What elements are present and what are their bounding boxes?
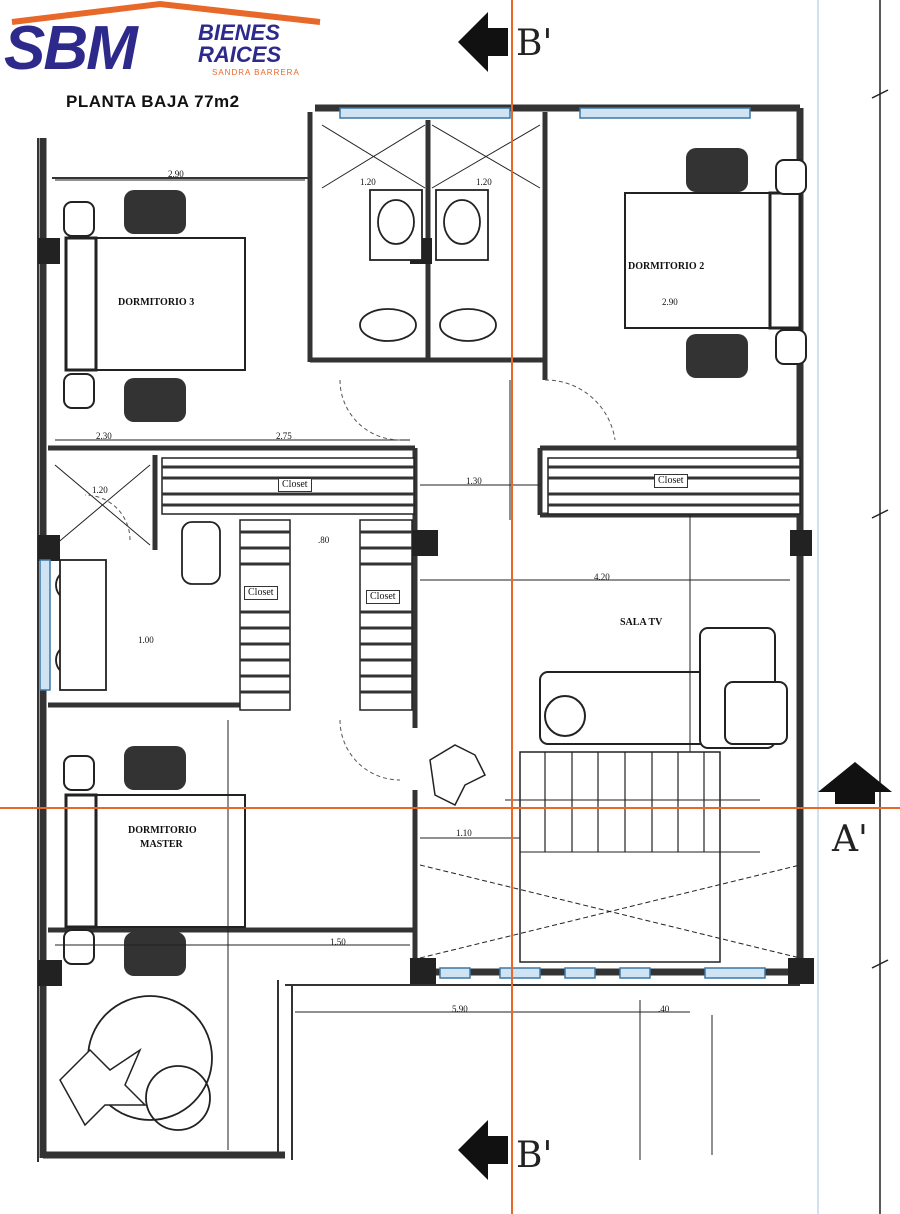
plants [124,148,748,976]
dimension-lines [55,179,790,1160]
logo-roof [11,0,321,25]
section-arrows [458,12,892,1180]
structural-columns [38,238,814,986]
logo-raices: RAICES [198,42,282,67]
room-master-line2: MASTER [140,839,183,850]
chairs [63,159,807,965]
dim-bath-right: 1.20 [476,177,492,187]
section-a-right: A' [832,819,868,860]
bathroom-fixtures [55,189,497,691]
logo-sbm: SBM [4,14,138,83]
plan-title: PLANTA BAJA 77m2 [66,92,240,111]
dim-130: 1.30 [466,476,482,486]
room-sala-tv: SALA TV [620,617,663,628]
shower-lines [54,124,541,546]
dim-230: 2.30 [96,431,112,441]
sofa [539,627,788,749]
section-b-bottom: B' [516,1135,553,1176]
staircase [419,751,801,963]
door-swings [84,379,616,781]
dim-110: 1.10 [456,828,472,838]
room-dormitorio-2: DORMITORIO 2 [628,261,705,272]
closet-label-2: Closet [654,474,688,488]
right-dimension-ticks [871,89,889,969]
dim-top-bedroom3: 2.90 [168,169,184,179]
dim-bedroom2: 2.90 [662,297,678,307]
dim-420: 4.20 [594,572,610,582]
round-table [87,995,213,1131]
dim-040: .40 [658,1004,670,1014]
closet-label-4: Closet [366,590,400,604]
boundary-lines [37,138,800,1162]
dim-100: 1.00 [138,635,154,645]
dim-shower-120: 1.20 [92,485,108,495]
windows [39,107,766,979]
decor-plants [59,744,487,1127]
dim-080: .80 [318,535,330,545]
logo-subtitle: SANDRA BARRERA [212,68,300,77]
room-master-line1: DORMITORIO [128,825,197,836]
headboards [64,191,802,929]
logo-bienes: BIENES [198,20,280,45]
interior-walls [48,112,800,975]
closet-label-3: Closet [244,586,278,600]
dim-590: 5.90 [452,1004,468,1014]
room-dormitorio-3: DORMITORIO 3 [118,297,195,308]
section-b-top: B' [516,23,553,64]
dim-bath-left: 1.20 [360,177,376,187]
dim-150: 1.50 [330,937,346,947]
dim-275: 2.75 [276,431,292,441]
closet-label-1: Closet [278,478,312,492]
